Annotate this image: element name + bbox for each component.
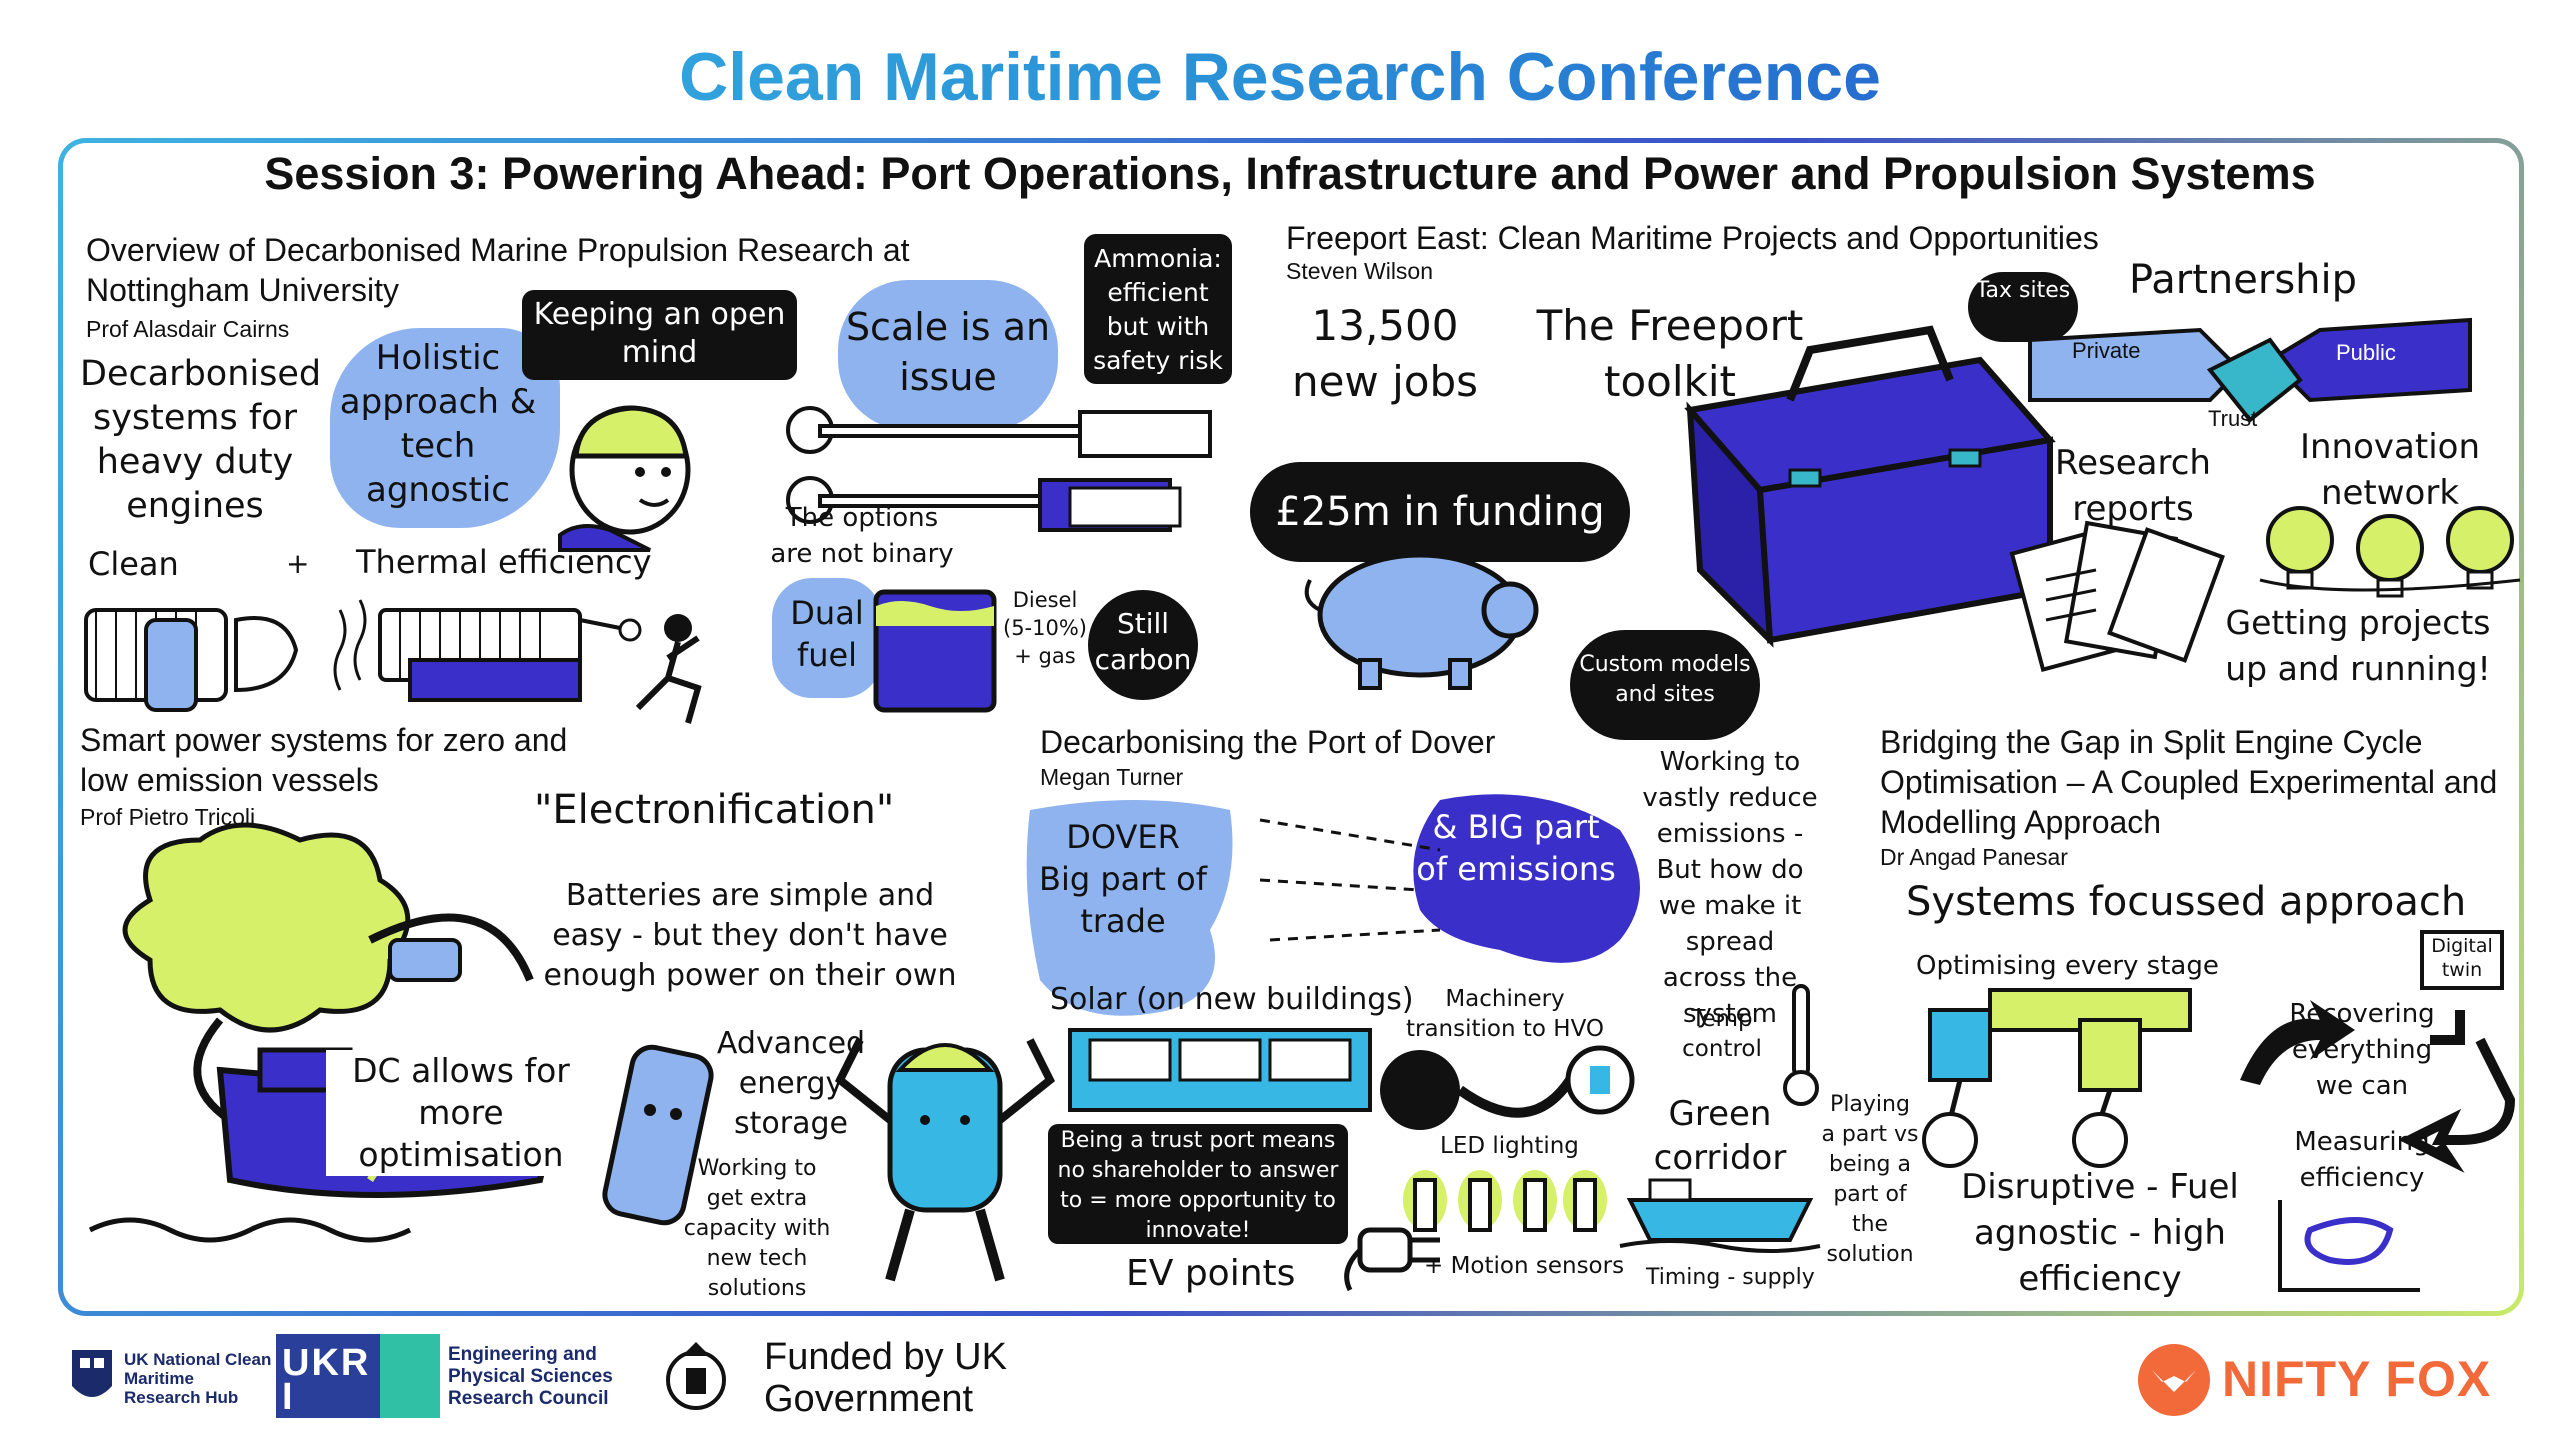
piggy-bank-icon xyxy=(1304,552,1539,690)
return-arrow-icon xyxy=(2398,1010,2516,1173)
efficiency-graph-icon xyxy=(2278,1200,2420,1292)
innovation-text: Innovation network xyxy=(2299,427,2480,513)
ev-plug-icon xyxy=(1344,1227,1440,1292)
talk3-title: Smart power systems for zero and low emi… xyxy=(80,722,568,798)
partnership-text: Partnership xyxy=(2128,257,2358,303)
electronification-text: "Electronification" xyxy=(534,787,895,833)
funding-bubble: £25m in funding xyxy=(1250,462,1630,562)
lightbulbs-icon xyxy=(2259,506,2521,598)
talk1-speaker: Prof Alasdair Cairns xyxy=(86,316,290,342)
systems-text: Systems focussed approach xyxy=(1906,879,2467,925)
working-text: Working to get extra capacity with new t… xyxy=(683,1156,831,1301)
plus-label: + xyxy=(286,547,310,580)
custom-circle xyxy=(1570,630,1760,740)
private-label: Private xyxy=(2072,338,2141,363)
tired-battery-icon xyxy=(602,1044,714,1226)
fuel-beaker-icon xyxy=(873,589,997,713)
open-mind-bubble: Keeping an open mind xyxy=(522,290,797,380)
motion-text: + Motion sensors xyxy=(1424,1253,1625,1279)
timing-text: Timing - supply xyxy=(1646,1265,1815,1290)
options-text: The options are not binary xyxy=(770,503,954,569)
session-title: Session 3: Powering Ahead: Port Operatio… xyxy=(264,148,2316,199)
advanced-text: Advanced energy storage xyxy=(716,1026,866,1141)
digital-twin-text: Digital twin xyxy=(2431,935,2493,981)
dc-text: DC allows for more optimisation xyxy=(326,1050,596,1176)
working-emissions-text: Working to vastly reduce emissions - But… xyxy=(1642,747,1818,1029)
public-label: Public xyxy=(2336,340,2396,365)
epsrc-text: Engineering and Physical Sciences Resear… xyxy=(448,1344,613,1409)
ukri-text: UKRI xyxy=(282,1342,371,1418)
thermal-label: Thermal efficiency xyxy=(356,543,652,581)
scale-cloud: Scale is an issue xyxy=(838,280,1058,430)
thinking-person-icon xyxy=(558,405,691,552)
hub-shield-icon xyxy=(72,1350,112,1397)
diesel-text: Diesel (5-10%) + gas xyxy=(1003,588,1087,668)
talk1-main-point: Decarbonised systems for heavy duty engi… xyxy=(80,354,322,526)
disruptive-text: Disruptive - Fuel agnostic - high effici… xyxy=(1961,1167,2239,1299)
led-lights-icon xyxy=(1403,1170,1607,1232)
toolbox-icon xyxy=(1684,325,2056,648)
handshake-icon xyxy=(2028,317,2472,423)
emissions-text: & BIG part of emissions xyxy=(1416,808,1616,888)
talk2-speaker: Steven Wilson xyxy=(1286,258,1434,284)
funded-text: Funded by UK Government xyxy=(764,1336,1007,1420)
talk2-title: Freeport East: Clean Maritime Projects a… xyxy=(1286,220,2099,256)
thermometer-icon xyxy=(1783,984,1819,1106)
custom-text: Custom models and sites xyxy=(1579,652,1751,707)
batteries-text: Batteries are simple and easy - but they… xyxy=(543,878,957,993)
split-engine-icon xyxy=(1922,988,2192,1168)
green-text: Green corridor xyxy=(1653,1094,1787,1178)
holistic-text: Holistic approach & tech agnostic xyxy=(339,338,537,510)
solar-text: Solar (on new buildings) xyxy=(1050,982,1414,1017)
solar-building-icon xyxy=(1068,1028,1372,1112)
strong-battery-icon xyxy=(834,1038,1056,1282)
measuring-text: Measuring efficiency xyxy=(2294,1127,2430,1193)
cleaning-engine-icon xyxy=(84,608,299,712)
playing-text: Playing a part vs being a part of the so… xyxy=(1821,1092,1919,1267)
ammonia-box: Ammonia: efficient but with safety risk xyxy=(1084,234,1232,384)
holistic-cloud xyxy=(330,328,560,528)
led-text: LED lighting xyxy=(1440,1133,1579,1159)
fuel-pump-icon xyxy=(1380,1045,1635,1130)
talk5-speaker: Dr Angad Panesar xyxy=(1880,844,2068,870)
dover-map-icon xyxy=(1026,794,1640,1016)
temp-text: Temp control xyxy=(1682,1006,1762,1062)
dual-fuel-cloud: Dual fuel xyxy=(772,578,882,698)
hot-engine-icon xyxy=(333,599,642,702)
piston-icon xyxy=(786,406,1212,532)
royal-crest-icon xyxy=(666,1342,726,1410)
trust-label: Trust xyxy=(2208,406,2258,431)
talk1-title: Overview of Decarbonised Marine Propulsi… xyxy=(86,232,910,308)
tax-text: Tax sites xyxy=(1975,278,2071,303)
talk4-speaker: Megan Turner xyxy=(1040,764,1184,790)
toolkit-text: The Freeport toolkit xyxy=(1536,301,1804,406)
dover-text: DOVER Big part of trade xyxy=(1039,818,1207,940)
digital-twin-screen xyxy=(2420,930,2504,990)
still-carbon-text: Still carbon xyxy=(1094,607,1192,676)
seated-person-icon xyxy=(635,614,702,724)
trust-port-box: Being a trust port means no shareholder … xyxy=(1048,1124,1348,1244)
research-text: Research reports xyxy=(2055,443,2211,529)
machinery-text: Machinery transition to HVO xyxy=(1405,986,1604,1042)
green-ship-icon xyxy=(1619,1178,1821,1253)
tax-bubble xyxy=(1968,272,2078,342)
epsrc-block xyxy=(380,1334,440,1418)
getting-text: Getting projects up and running! xyxy=(2225,603,2491,688)
talk5-title: Bridging the Gap in Split Engine Cycle O… xyxy=(1880,724,2498,840)
still-carbon-circle xyxy=(1088,590,1198,700)
jobs-text: 13,500 new jobs xyxy=(1291,301,1479,406)
clean-label: Clean xyxy=(88,545,179,583)
nifty-fox-text: NIFTY FOX xyxy=(2222,1351,2492,1407)
optimising-text: Optimising every stage xyxy=(1916,951,2219,981)
talk4-title: Decarbonising the Port of Dover xyxy=(1040,724,1496,760)
curved-arrow-icon xyxy=(2240,1000,2355,1085)
reports-icon xyxy=(2009,520,2225,673)
recovering-text: Recovering everything we can xyxy=(2289,999,2435,1101)
ukri-logo xyxy=(276,1334,380,1418)
fox-logo-icon xyxy=(2138,1344,2210,1416)
ev-text: EV points xyxy=(1126,1253,1296,1294)
conference-title: Clean Maritime Research Conference xyxy=(0,38,2560,116)
hub-text: UK National Clean Maritime Research Hub xyxy=(124,1350,272,1407)
